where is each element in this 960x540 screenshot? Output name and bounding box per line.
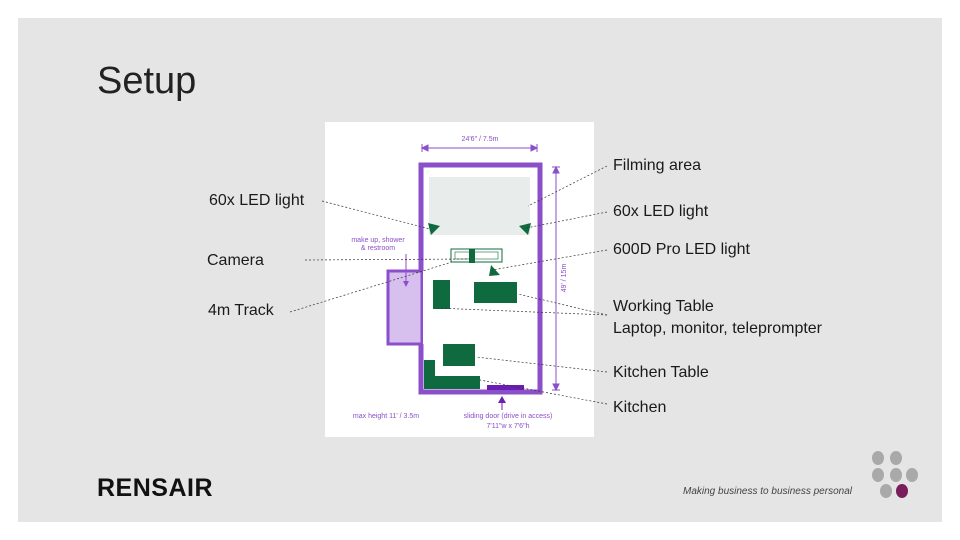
label-pro-led: 600D Pro LED light (613, 241, 750, 258)
rensair-logo: RENSAIR (97, 474, 214, 502)
leader-camera (304, 258, 471, 261)
leader-working-table-side (435, 307, 608, 316)
kitchen-counter (424, 360, 480, 389)
label-led-right: 60x LED light (613, 203, 709, 220)
door-text-line1: sliding door (drive in access) (464, 413, 553, 420)
label-camera: Camera (207, 252, 264, 269)
label-working-table-detail: Laptop, monitor, teleprompter (613, 320, 823, 337)
width-dimension-text: 24'6" / 7.5m (462, 136, 499, 143)
makeup-text-line1: make up, shower (351, 237, 405, 244)
leader-working-table (517, 293, 608, 316)
door-text-line2: 7'11"w x 7'6"h (487, 423, 530, 430)
floor-plan-drawing: 24'6" / 7.5m 49' / 15m (351, 136, 568, 430)
working-table-side (433, 280, 450, 309)
leader-led-right (525, 211, 608, 229)
led-light-right-icon (519, 223, 531, 235)
length-dimension (552, 165, 560, 392)
makeup-text-line2: & restroom (361, 245, 395, 252)
leader-filming-area (527, 165, 608, 207)
track-rail (450, 248, 503, 263)
max-height-text: max height 11' / 3.5m (353, 413, 419, 420)
paw-dots-icon (872, 451, 918, 498)
label-filming-area: Filming area (613, 157, 702, 174)
floor-plan: 24'6" / 7.5m 49' / 15m (325, 122, 594, 437)
label-working-table: Working Table (613, 298, 714, 315)
footer-tagline: Making business to business personal (683, 486, 852, 497)
label-kitchen: Kitchen (613, 399, 667, 416)
leader-kitchen-table (475, 356, 608, 373)
label-track: 4m Track (208, 302, 274, 319)
leader-track (289, 261, 453, 313)
filming-area (429, 177, 530, 235)
leader-pro-led (491, 249, 608, 271)
length-dimension-text: 49' / 15m (561, 264, 568, 293)
leader-led-left (321, 200, 431, 230)
working-table (474, 282, 517, 303)
door-arrow-icon (498, 396, 506, 403)
label-kitchen-table: Kitchen Table (613, 364, 709, 381)
makeup-arrow-icon (403, 281, 409, 287)
width-dimension (420, 144, 539, 152)
camera-icon (469, 249, 475, 263)
sliding-door (487, 385, 524, 390)
slide-title: Setup (97, 60, 197, 102)
pro-led-light-icon (489, 265, 500, 276)
label-led-left: 60x LED light (209, 192, 305, 209)
leader-kitchen (479, 379, 608, 405)
led-light-left-icon (428, 223, 440, 235)
kitchen-table (443, 344, 475, 366)
